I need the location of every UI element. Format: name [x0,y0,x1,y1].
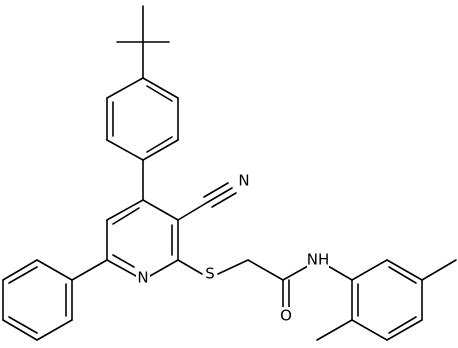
tert-butyl-group [116,5,170,79]
pyridine-n-label: N [137,269,148,287]
dimethylphenyl-ring [316,259,457,341]
pyridine-ring [106,199,179,277]
amide-nh-label: NH [307,251,330,269]
amide-o-label: O [280,307,292,325]
sulfur-label: S [205,265,215,283]
phenyl-ring [2,259,108,341]
nitrile-group [177,182,237,221]
nitrile-n-label: N [238,172,249,190]
aryl-ring [106,77,179,161]
atom-labels: N N S O NH [136,172,329,325]
thioacetamide-chain [177,259,353,309]
